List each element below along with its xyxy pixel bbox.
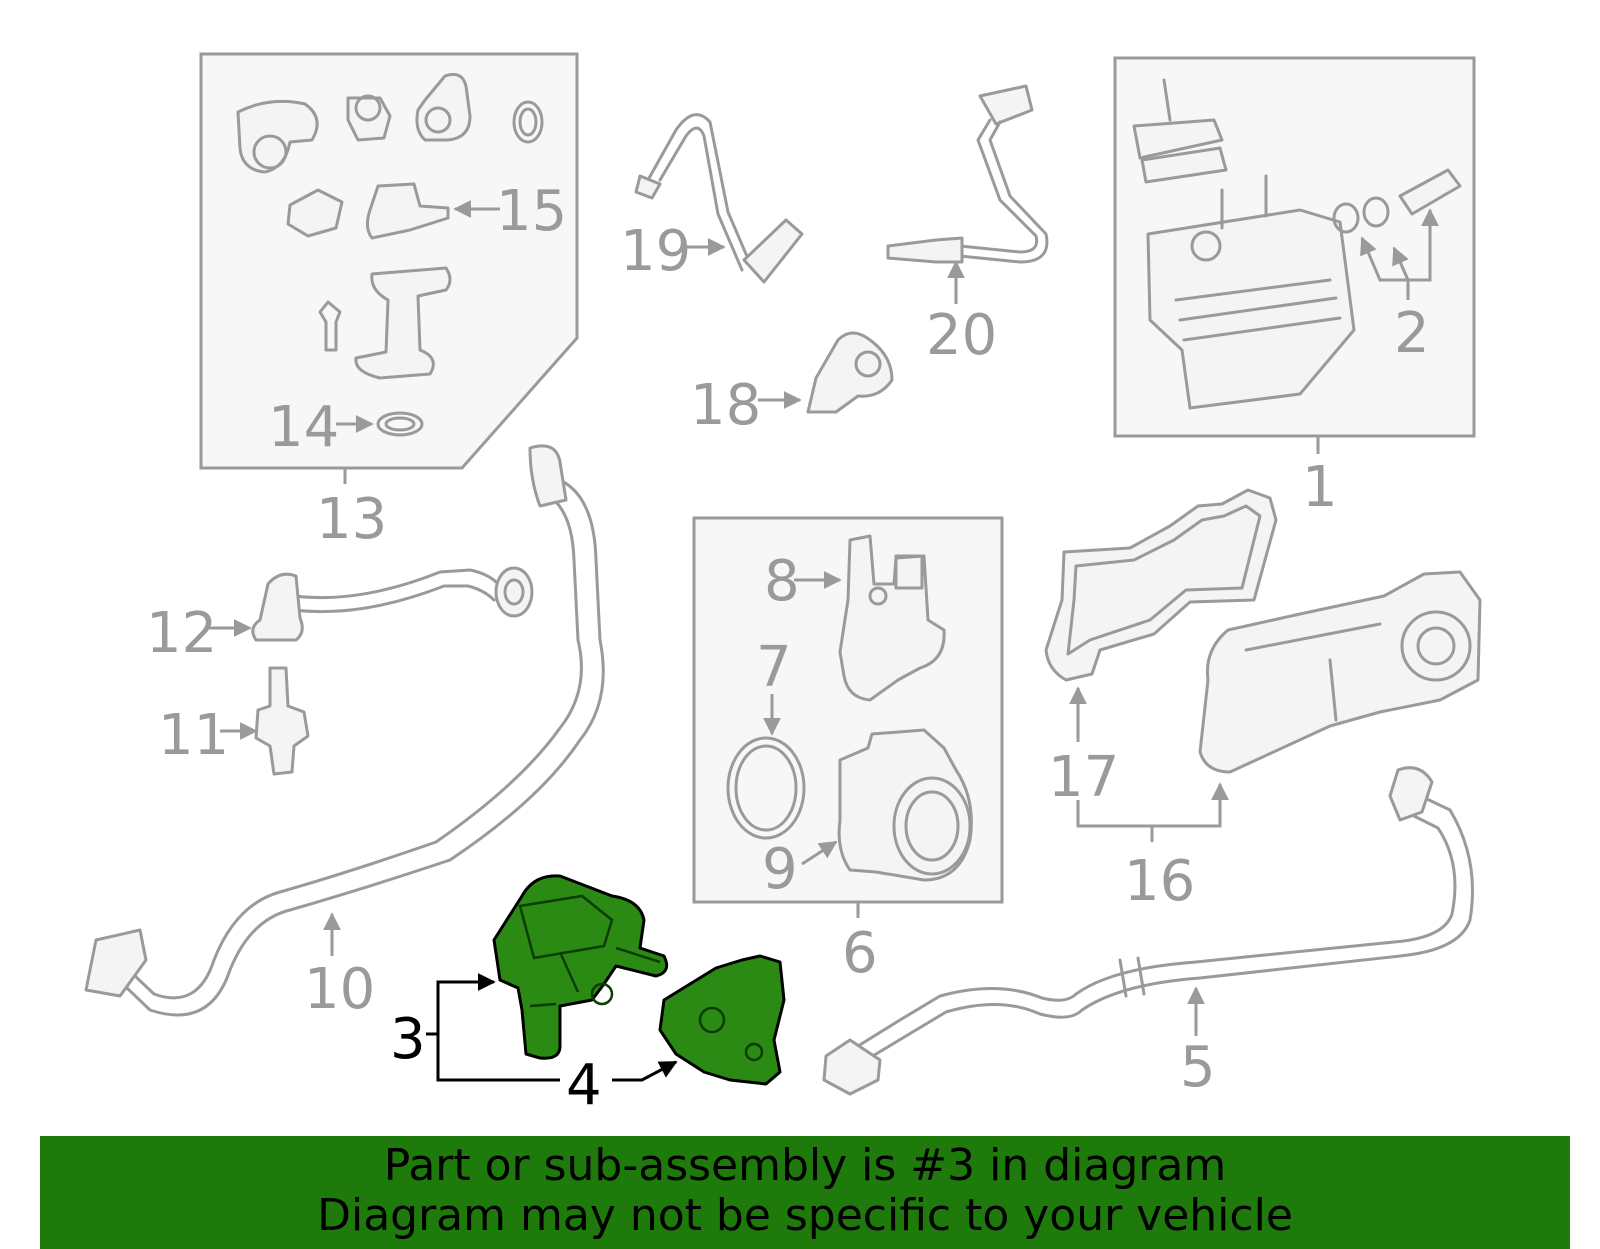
part-2-seals[interactable] — [1332, 168, 1462, 234]
callout-15: 15 — [496, 179, 567, 244]
callout-6: 6 — [842, 921, 878, 986]
part-7-gasket[interactable] — [726, 736, 806, 840]
part-5-hose[interactable] — [822, 766, 1474, 1096]
part-10-hose[interactable] — [84, 444, 605, 1017]
leader-16 — [1076, 782, 1229, 842]
callout-5: 5 — [1180, 1035, 1216, 1100]
callout-16: 16 — [1124, 849, 1195, 914]
part-19-oxygen-sensor[interactable] — [634, 113, 804, 284]
part-18-sensor[interactable] — [806, 331, 894, 414]
leader-9 — [801, 840, 838, 866]
banner-line-2: Diagram may not be specific to your vehi… — [317, 1190, 1293, 1241]
part-9-housing[interactable] — [837, 728, 973, 882]
part-3-valve-assembly[interactable] — [492, 874, 669, 1060]
info-banner: Part or sub-assembly is #3 in diagram Di… — [40, 1136, 1570, 1249]
group-box-13 — [199, 52, 579, 484]
part-4-gasket[interactable] — [658, 954, 786, 1086]
callout-9: 9 — [762, 837, 798, 902]
part-8-housing[interactable] — [838, 534, 946, 702]
callout-17: 17 — [1048, 745, 1119, 810]
part-17-gasket[interactable] — [1044, 488, 1278, 682]
part-20-oxygen-sensor[interactable] — [886, 84, 1049, 264]
callout-4: 4 — [566, 1053, 602, 1118]
callout-14: 14 — [268, 395, 339, 460]
part-11-valve[interactable] — [254, 666, 310, 776]
part-13-sensors-set[interactable] — [236, 72, 544, 437]
part-12-fitting[interactable] — [251, 566, 534, 642]
callout-11: 11 — [158, 703, 229, 768]
callout-10: 10 — [304, 957, 375, 1022]
callout-1: 1 — [1302, 455, 1338, 520]
callout-12: 12 — [146, 601, 217, 666]
callout-20: 20 — [926, 303, 997, 368]
banner-line-1: Part or sub-assembly is #3 in diagram — [383, 1140, 1227, 1191]
leader-2 — [1360, 208, 1439, 300]
part-14-o-ring[interactable] — [376, 411, 424, 437]
callout-3: 3 — [390, 1007, 426, 1072]
leader-3-4 — [426, 973, 678, 1082]
callout-2: 2 — [1394, 301, 1430, 366]
callout-7: 7 — [756, 635, 792, 700]
part-1-canister[interactable] — [1132, 78, 1356, 410]
callout-13: 13 — [316, 487, 387, 552]
callout-8: 8 — [764, 549, 800, 614]
part-16-cooler[interactable] — [1198, 570, 1482, 774]
callout-19: 19 — [620, 219, 691, 284]
callout-18: 18 — [690, 373, 761, 438]
